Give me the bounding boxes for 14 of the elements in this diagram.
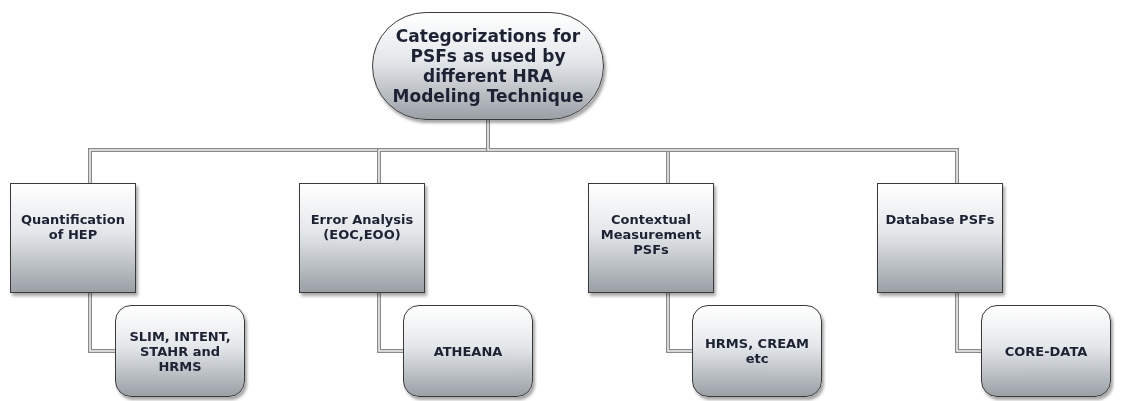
technique-box: SLIM, INTENT, STAHR and HRMS (115, 305, 245, 397)
technique-box: CORE-DATA (981, 305, 1111, 397)
category-box: Contextual Measurement PSFs (588, 183, 714, 293)
category-box: Database PSFs (877, 183, 1003, 293)
technique-box: ATHEANA (403, 305, 533, 397)
connector-line (955, 292, 982, 353)
connector-line (377, 292, 404, 353)
title-pill: Categorizations for PSFs as used by different HRA Modeling Technique (372, 12, 604, 120)
technique-box: HRMS, CREAM etc (692, 305, 822, 397)
connector-line (486, 119, 959, 184)
connector-line (666, 292, 693, 353)
category-box: Quantification of HEP (10, 183, 136, 293)
category-box: Error Analysis (EOC,EOO) (299, 183, 425, 293)
connector-line (88, 292, 116, 353)
